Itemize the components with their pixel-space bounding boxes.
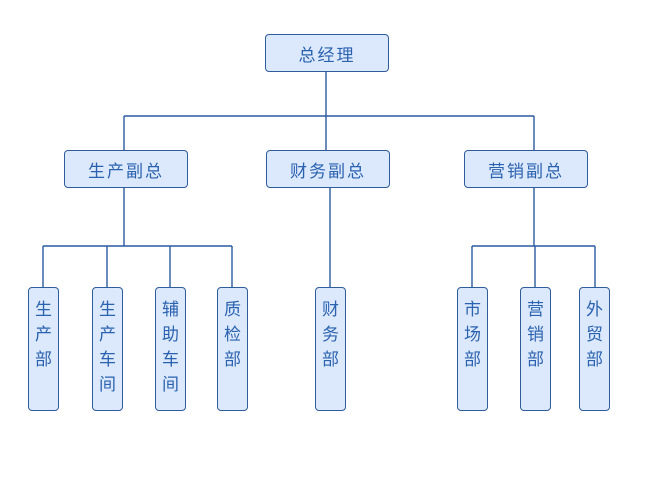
node-label-char: 部 [35,350,52,370]
node-label: 营销部 [527,298,544,373]
node-label-char: 车 [162,350,179,370]
node-production-dept: 生产部 [28,287,59,411]
node-quality-inspection: 质检部 [217,287,248,411]
node-label-char: 市 [464,300,481,320]
node-label-char: 务 [322,325,339,345]
node-label-char: 部 [464,350,481,370]
node-label-char: 生 [35,300,52,320]
node-production-vp: 生产副总 [64,150,188,188]
node-label: 生产副总 [88,161,164,182]
node-market-dept: 市场部 [457,287,488,411]
node-label-char: 检 [224,325,241,345]
node-label: 市场部 [464,298,481,373]
node-label-char: 场 [464,325,481,345]
node-label-char: 财 [322,300,339,320]
node-label-char: 营 [527,300,544,320]
node-label-char: 部 [527,350,544,370]
node-label-char: 销 [527,325,544,345]
node-label: 财务部 [322,298,339,373]
node-label: 辅助车间 [162,298,179,398]
node-production-workshop: 生产车间 [92,287,123,411]
node-label-char: 辅 [162,300,179,320]
node-label-char: 产 [99,325,116,345]
node-label-char: 部 [224,350,241,370]
node-label: 营销副总 [488,161,564,182]
node-label-char: 助 [162,325,179,345]
node-label: 总经理 [298,45,356,66]
node-auxiliary-workshop: 辅助车间 [155,287,186,411]
node-label: 质检部 [224,298,241,373]
node-label-char: 部 [586,350,603,370]
node-label-char: 贸 [586,325,603,345]
node-label-char: 间 [162,375,179,395]
node-label: 生产车间 [99,298,116,398]
node-label: 财务副总 [290,161,366,182]
node-finance-vp: 财务副总 [266,150,390,188]
node-label-char: 部 [322,350,339,370]
node-marketing-vp: 营销副总 [464,150,588,188]
node-foreign-trade-dept: 外贸部 [579,287,610,411]
node-finance-dept: 财务部 [315,287,346,411]
node-label-char: 生 [99,300,116,320]
node-label: 生产部 [35,298,52,373]
node-label-char: 外 [586,300,603,320]
node-label: 外贸部 [586,298,603,373]
node-general-manager: 总经理 [265,34,389,72]
node-label-char: 间 [99,375,116,395]
node-label-char: 产 [35,325,52,345]
node-label-char: 车 [99,350,116,370]
node-label-char: 质 [224,300,241,320]
node-sales-dept: 营销部 [520,287,551,411]
